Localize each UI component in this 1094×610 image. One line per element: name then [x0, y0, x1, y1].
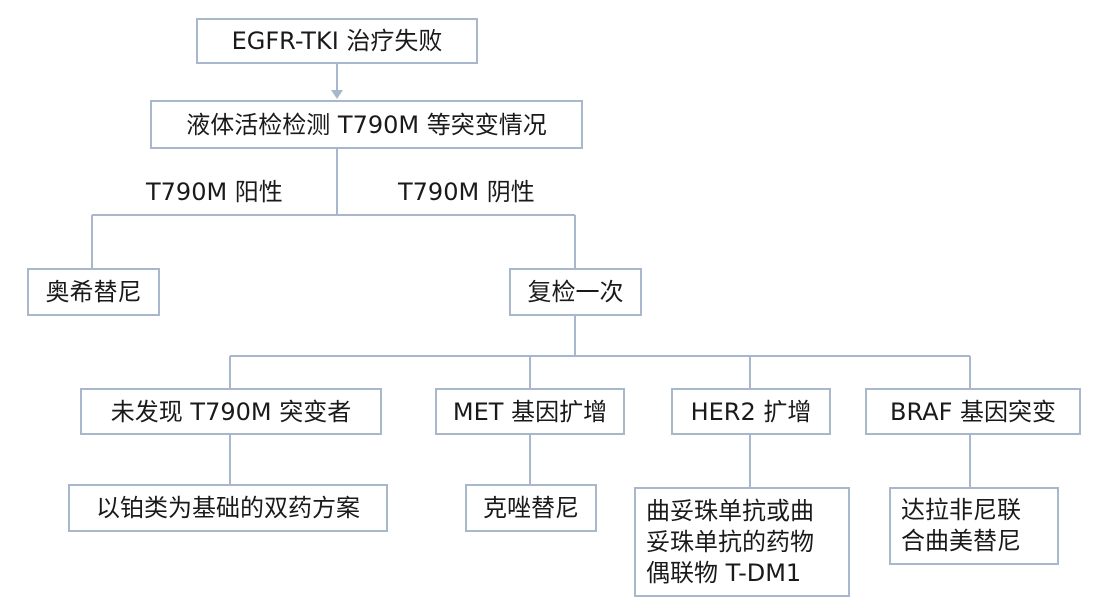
her2-drugs-line-3: 偶联物 T-DM1 [646, 558, 802, 587]
node-no-t790m: 未发现 T790M 突变者 [80, 388, 382, 435]
braf-drugs-line-1: 达拉非尼联 [901, 496, 1021, 524]
node-met-amplification: MET 基因扩增 [435, 388, 625, 435]
node-her2-drugs: 曲妥珠单抗或曲 妥珠单抗的药物 偶联物 T-DM1 [634, 487, 850, 597]
her2-drugs-line-1: 曲妥珠单抗或曲 [646, 496, 814, 525]
node-egfr-tki-failure: EGFR-TKI 治疗失败 [196, 18, 478, 64]
her2-drugs-line-2: 妥珠单抗的药物 [646, 527, 814, 556]
node-osimertinib: 奥希替尼 [27, 268, 160, 316]
label-t790m-positive: T790M 阳性 [146, 178, 283, 206]
arrow-head [331, 90, 343, 99]
label-t790m-negative: T790M 阴性 [398, 178, 535, 206]
node-her2-amplification: HER2 扩增 [671, 388, 831, 435]
braf-drugs-line-2: 合曲美替尼 [901, 527, 1021, 555]
node-crizotinib: 克唑替尼 [465, 484, 597, 532]
node-recheck: 复检一次 [509, 268, 642, 316]
node-braf-drugs: 达拉非尼联 合曲美替尼 [889, 487, 1059, 565]
node-braf-mutation: BRAF 基因突变 [865, 388, 1081, 435]
node-liquid-biopsy: 液体活检检测 T790M 等突变情况 [150, 100, 583, 149]
node-platinum-doublet: 以铂类为基础的双药方案 [68, 484, 388, 532]
